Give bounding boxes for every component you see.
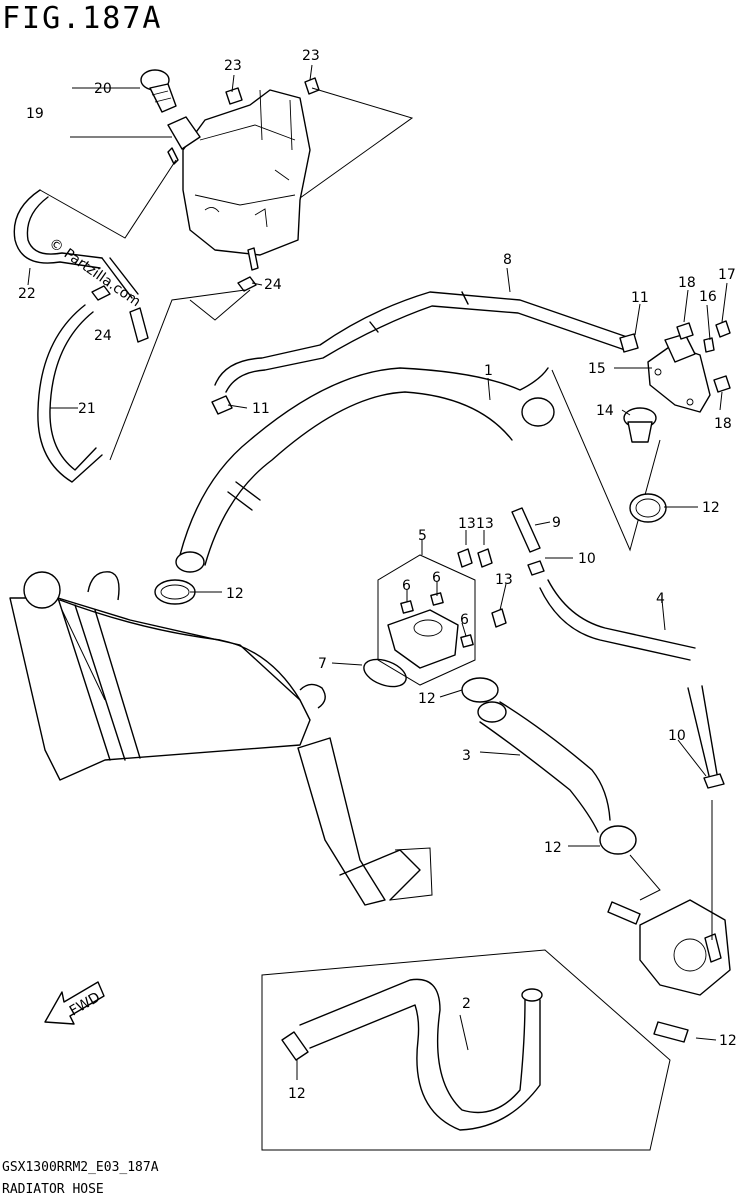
callout-4: 4 xyxy=(656,591,665,607)
water-pump xyxy=(607,800,731,996)
callout-16: 16 xyxy=(699,289,717,305)
callout-13-c: 13 xyxy=(495,572,513,588)
clamp-12-thermostat xyxy=(629,493,667,523)
reservoir-tank xyxy=(167,89,311,271)
callout-9: 9 xyxy=(552,515,561,531)
overflow-hose-21 xyxy=(37,289,251,483)
o-ring-7 xyxy=(363,658,407,688)
callout-12-hose3-bottom: 12 xyxy=(544,840,562,856)
hose-3 xyxy=(477,701,611,833)
clamps-24 xyxy=(91,276,257,301)
callout-10-upper: 10 xyxy=(578,551,596,567)
bolts-23 xyxy=(225,77,320,105)
callout-12-hose3-top: 12 xyxy=(418,691,436,707)
clamp-12-hose3-bottom xyxy=(599,825,637,855)
footer-code: GSX1300RRM2_E03_187A xyxy=(2,1160,159,1175)
bypass-hose-8 xyxy=(214,291,631,393)
callout-10-lower: 10 xyxy=(668,728,686,744)
callout-7: 7 xyxy=(318,656,327,672)
callout-24-tank: 24 xyxy=(264,277,282,293)
radiator xyxy=(9,571,433,906)
callout-8: 8 xyxy=(503,252,512,268)
callout-11-upper: 11 xyxy=(631,290,649,306)
callout-18-lower: 18 xyxy=(714,416,732,432)
fitting-9 xyxy=(511,507,541,553)
callout-23-left: 23 xyxy=(224,58,242,74)
reservoir-cap xyxy=(140,69,177,113)
callout-1: 1 xyxy=(484,363,493,379)
tank-to-breather-lines xyxy=(39,87,414,239)
callout-12-hose2-left: 12 xyxy=(288,1086,306,1102)
callout-6-a: 6 xyxy=(432,570,441,586)
callout-12-hose2-right: 12 xyxy=(719,1033,737,1049)
callout-15: 15 xyxy=(588,361,606,377)
callout-17: 17 xyxy=(718,267,736,283)
callout-22: 22 xyxy=(18,286,36,302)
callout-14: 14 xyxy=(596,403,614,419)
clamps-11 xyxy=(211,333,639,415)
thermostat-lines xyxy=(551,369,661,552)
callout-3: 3 xyxy=(462,748,471,764)
clamp-12-hose3-top xyxy=(461,677,499,703)
footer-caption: RADIATOR HOSE xyxy=(2,1182,104,1197)
callout-6-b: 6 xyxy=(402,578,411,594)
callout-6-c: 6 xyxy=(460,612,469,628)
bolts-16-17-18 xyxy=(676,320,731,393)
figure-title: FIG.187A xyxy=(2,1,163,36)
callout-11-lower: 11 xyxy=(252,401,270,417)
callout-13-a: 13 xyxy=(458,516,476,532)
callout-19: 19 xyxy=(26,106,44,122)
breather-hose-22 xyxy=(13,189,149,343)
leader-lines xyxy=(27,64,728,1080)
callouts: 1 2 3 4 5 6 6 6 7 8 9 10 10 11 11 12 12 … xyxy=(18,48,737,1102)
clamp-12-radiator-inlet xyxy=(154,579,196,605)
bolts-13 xyxy=(457,548,507,628)
clamp-10-lower xyxy=(703,773,725,789)
callout-23-right: 23 xyxy=(302,48,320,64)
clamp-12-hose2-left xyxy=(281,1031,309,1061)
callout-24-breather: 24 xyxy=(94,328,112,344)
clamp-12-hose2-right xyxy=(653,1021,689,1043)
fwd-arrow-icon: FWD xyxy=(44,981,105,1025)
water-outlet-box-5 xyxy=(377,554,476,686)
callout-12-thermostat: 12 xyxy=(702,500,720,516)
thermostat-cover-15 xyxy=(647,333,711,413)
hose-4 xyxy=(539,579,719,781)
hose-2 xyxy=(261,949,671,1151)
callout-2: 2 xyxy=(462,996,471,1012)
callout-13-b: 13 xyxy=(476,516,494,532)
watermark: © Partzilla.com xyxy=(46,235,144,310)
callout-21: 21 xyxy=(78,401,96,417)
callout-20: 20 xyxy=(94,81,112,97)
thermostat-14 xyxy=(623,407,657,443)
clamp-10-upper xyxy=(527,560,545,576)
callout-5: 5 xyxy=(418,528,427,544)
callout-12-radiator-inlet: 12 xyxy=(226,586,244,602)
radiator-inlet-hose-1 xyxy=(175,367,555,573)
callout-18-upper: 18 xyxy=(678,275,696,291)
